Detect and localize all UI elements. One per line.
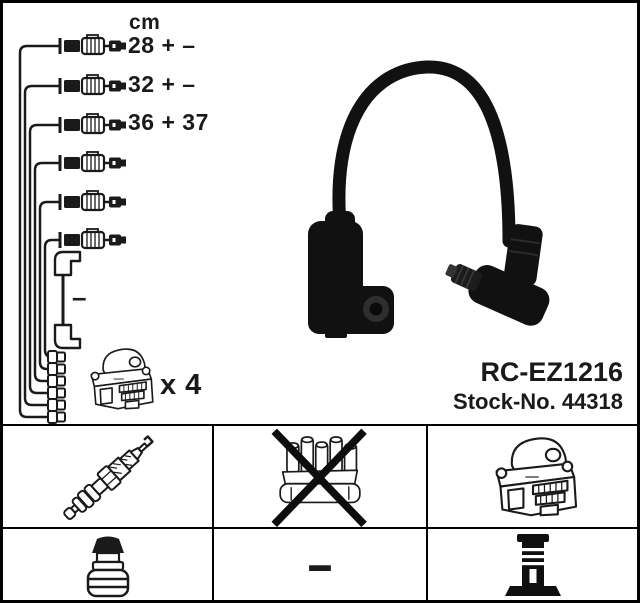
coil-quantity-label: x 4 [160,369,202,401]
cable-length-label-3: 36 + 37 [128,109,209,135]
spark-plug-icon [62,434,154,520]
cable-length-label-2: 32 + – [128,71,196,97]
ignition-coil-icon [495,436,577,516]
cross-out-x [271,428,367,527]
ignition-cable-diagram [18,33,550,424]
photo-coil-connector [445,224,550,326]
stock-number: Stock-No. 44318 [453,389,623,414]
distributor-cap-crossed-icon [271,428,367,527]
stud-terminal-icon [504,533,561,596]
part-number: RC-EZ1216 [480,357,623,387]
cable-length-label-1: 28 + – [128,32,196,58]
dash-symbol: – [307,532,333,596]
legend-cell-dash: – [214,529,428,600]
wire-harness-schematic [18,33,154,424]
legend-cell-distributor-cap [214,426,428,529]
harness-wires [18,44,60,419]
unit-label: cm [129,11,161,34]
coil-wire-schematic [53,250,82,350]
product-photo [308,60,550,338]
photo-elbow-boot [308,211,394,338]
legend-cell-spark-plug [3,426,214,529]
photo-cable [332,60,516,248]
legend-cell-stud-terminal [428,529,637,600]
cable-connector-row [58,33,128,250]
legend-cell-ignition-coil [428,426,637,529]
distributor-terminals [47,350,66,424]
terminal-nut-icon [86,536,129,597]
ignition-coil-icon [90,348,154,410]
legend-cell-terminal-nut [3,529,214,600]
application-legend: – [3,424,637,600]
coil-wire-length-dash: – [72,282,87,312]
